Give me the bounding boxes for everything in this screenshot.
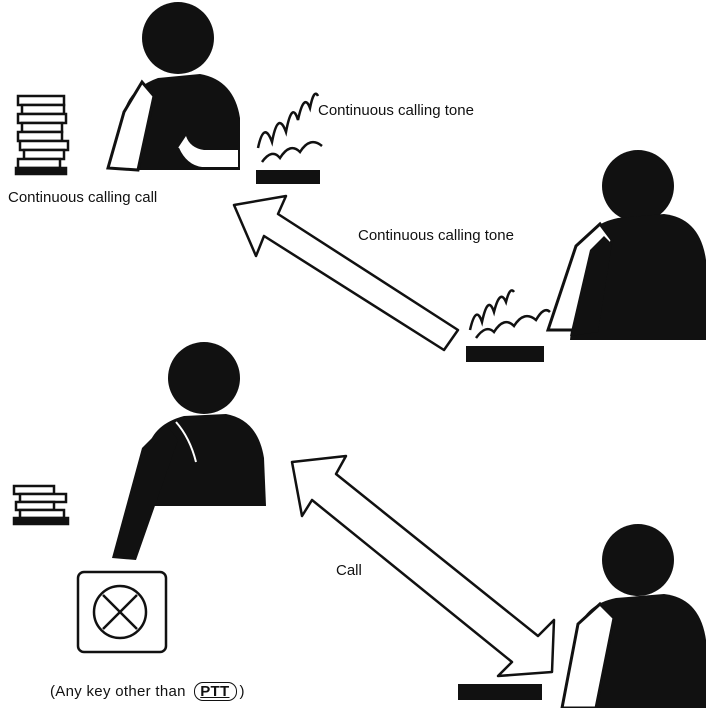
any-key-suffix: ) (239, 683, 245, 700)
double-arrow-call (290, 454, 556, 678)
person-arm (112, 424, 178, 560)
ringing-marks-icon (468, 289, 551, 339)
ringing-marks-icon (256, 92, 323, 163)
cross-key-icon (76, 570, 168, 654)
paper-stack-bottom (12, 484, 70, 526)
person-arm (106, 79, 156, 172)
person-bottom-left (112, 342, 266, 560)
label-tone-top: Continuous calling tone (318, 102, 474, 119)
any-key-prefix: (Any key other than (50, 683, 186, 700)
telephone-top (256, 92, 323, 184)
person-head (168, 342, 240, 414)
person-head (602, 524, 674, 596)
person-head (142, 2, 214, 74)
person-head (602, 150, 674, 222)
person-arm (560, 601, 616, 708)
any-key-caption: (Any key other than PTT) (50, 682, 245, 701)
ptt-key: PTT (194, 682, 238, 701)
paper-stack-top (14, 94, 70, 176)
label-tone-mid: Continuous calling tone (358, 227, 514, 244)
person-bottom-right (560, 524, 706, 708)
telephone-bottom-right (458, 684, 542, 700)
telephone-right (466, 289, 551, 362)
handset-bar (256, 170, 320, 184)
person-top-left (106, 2, 240, 172)
label-calling-call: Continuous calling call (8, 189, 157, 206)
handset-bar (466, 346, 544, 362)
arrow-to-top-left (232, 194, 460, 352)
label-call: Call (336, 562, 362, 579)
person-right (545, 150, 706, 340)
